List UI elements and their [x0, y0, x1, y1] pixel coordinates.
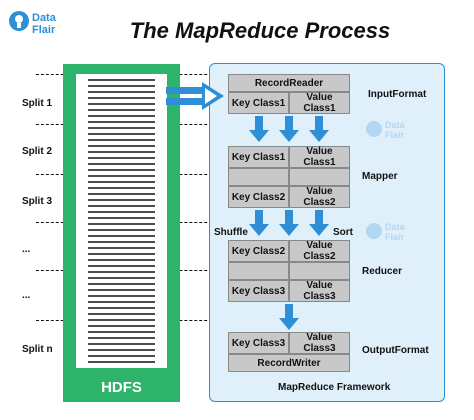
svg-text:Data: Data [385, 120, 406, 130]
input-to-mapper-arrows [249, 116, 329, 142]
logo-line2: Flair [32, 24, 56, 36]
svg-text:Flair: Flair [385, 232, 405, 242]
record-writer-box: RecordWriter [228, 354, 350, 372]
split-label: Split n [22, 344, 53, 355]
hdfs-label: HDFS [101, 379, 142, 396]
split-label: ... [22, 290, 31, 301]
reducer-value-cell-2 [289, 262, 350, 280]
mapper-value-cell-3: Value Class2 [289, 186, 350, 208]
input-key-cell: Key Class1 [228, 92, 289, 114]
mapper-key-cell-1: Key Class1 [228, 146, 289, 168]
mapper-key-cell-2 [228, 168, 289, 186]
shuffle-sort-arrows [249, 210, 329, 236]
reducer-label: Reducer [362, 266, 403, 277]
split-label: Split 2 [22, 146, 53, 157]
record-reader-box: RecordReader [228, 74, 350, 92]
hdfs-block: HDFS [63, 64, 180, 402]
mapper-value-cell-2 [289, 168, 350, 186]
split-label: ... [22, 244, 31, 255]
svg-text:Flair: Flair [385, 130, 405, 140]
output-key-cell: Key Class3 [228, 332, 289, 354]
reducer-key-cell-1: Key Class2 [228, 240, 289, 262]
mapper-label: Mapper [362, 171, 398, 182]
watermark-logo: Data Flair [365, 220, 415, 249]
framework-label: MapReduce Framework [278, 382, 391, 393]
shuffle-label: Shuffle [214, 227, 248, 238]
logo-mark: Data Flair [9, 11, 57, 36]
hdfs-file-lines [88, 79, 155, 363]
svg-text:Data: Data [385, 222, 406, 232]
input-arrow [166, 82, 224, 110]
output-value-cell: Value Class3 [289, 332, 350, 354]
input-value-cell: Value Class1 [289, 92, 350, 114]
mapper-value-cell-1: Value Class1 [289, 146, 350, 168]
reducer-value-cell-3: Value Class3 [289, 280, 350, 302]
watermark-logo: Data Flair [365, 118, 415, 147]
reducer-key-cell-3: Key Class3 [228, 280, 289, 302]
logo-line1: Data [32, 12, 57, 24]
split-label: Split 3 [22, 196, 53, 207]
split-label: Split 1 [22, 98, 53, 109]
inputformat-label: InputFormat [368, 89, 427, 100]
mapper-key-cell-3: Key Class2 [228, 186, 289, 208]
reducer-key-cell-2 [228, 262, 289, 280]
page-title: The MapReduce Process [129, 18, 391, 43]
outputformat-label: OutputFormat [362, 345, 429, 356]
hdfs-file [76, 74, 167, 368]
sort-label: Sort [333, 227, 353, 238]
reducer-value-cell-1: Value Class2 [289, 240, 350, 262]
dataflair-logo: Data Flair [8, 8, 72, 38]
reducer-to-output-arrow [279, 304, 299, 330]
